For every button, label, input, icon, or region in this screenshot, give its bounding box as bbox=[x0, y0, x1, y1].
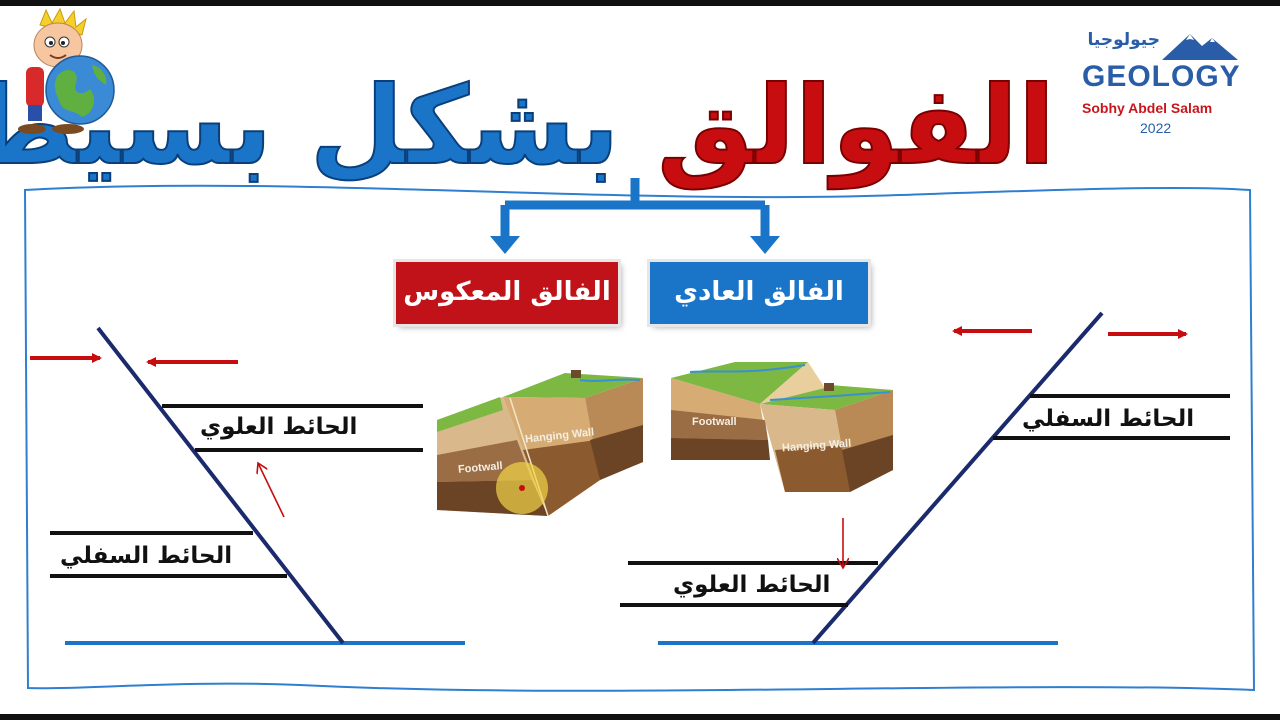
left-lower-wall-label: الحائط السفلي bbox=[60, 543, 233, 569]
logo-year: 2022 bbox=[1140, 120, 1172, 136]
left-fault-line bbox=[96, 326, 345, 645]
logo-author: Sobhy Abdel Salam bbox=[1082, 100, 1213, 116]
mascot-globe-icon bbox=[18, 7, 115, 134]
connector-bracket bbox=[500, 178, 770, 238]
top-border bbox=[0, 0, 1280, 6]
right-upper-wall-label: الحائط السفلي bbox=[1022, 406, 1195, 432]
connector-arrow-right bbox=[750, 236, 780, 254]
mountain-icon bbox=[1162, 34, 1238, 60]
bottom-border bbox=[0, 714, 1280, 720]
logo-english: GEOLOGY bbox=[1082, 60, 1241, 93]
right-fault-line bbox=[811, 311, 1104, 645]
normal-block-footwall-label: Footwall bbox=[692, 416, 737, 428]
reverse-fault-box: الفالق المعكوس bbox=[396, 262, 618, 324]
page-title: الفوالق بشكل بسيط bbox=[0, 52, 1056, 202]
connector-arrow-left bbox=[490, 236, 520, 254]
brand-logo: جيولوجيا GEOLOGY Sobhy Abdel Salam 2022 bbox=[1060, 30, 1240, 140]
normal-fault-box: الفالق العادي bbox=[650, 262, 868, 324]
upthrow-arrow bbox=[258, 463, 285, 518]
logo-arabic: جيولوجيا bbox=[1087, 30, 1160, 50]
title-word-faults: الفوالق bbox=[656, 63, 1056, 190]
normal-fault-block bbox=[671, 362, 893, 492]
left-upper-wall-label: الحائط العلوي bbox=[200, 414, 358, 440]
panel-frame bbox=[23, 184, 1256, 692]
reverse-fault-block bbox=[437, 370, 643, 517]
right-lower-wall-label: الحائط العلوي bbox=[673, 572, 831, 598]
